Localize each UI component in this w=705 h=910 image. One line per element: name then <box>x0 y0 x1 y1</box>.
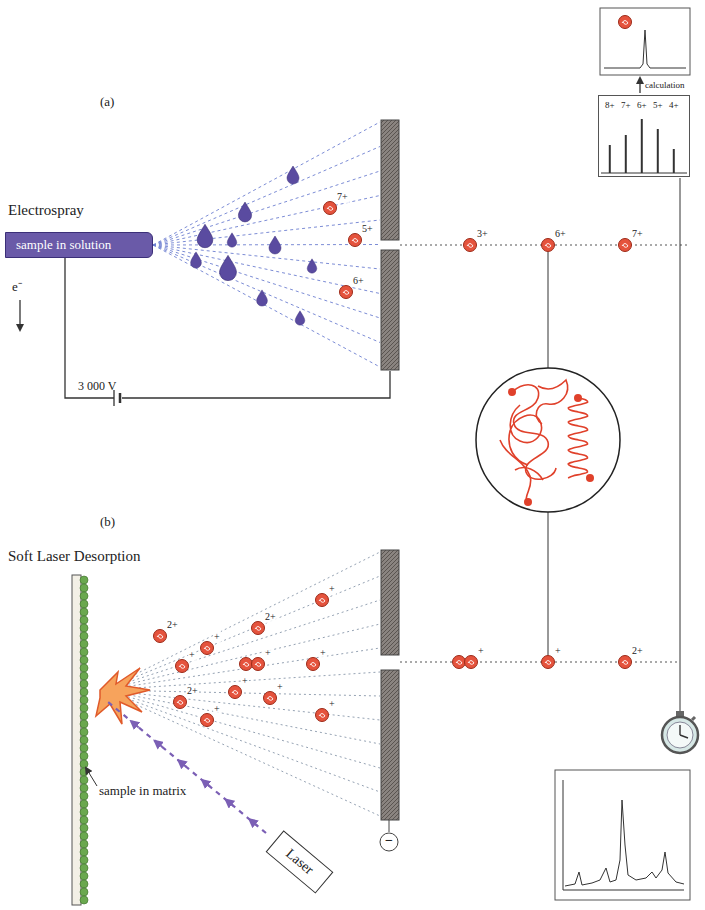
spectrum-axes <box>563 780 684 890</box>
protein-structure <box>500 380 568 504</box>
plate <box>381 250 399 370</box>
peak-label: 8+ <box>605 100 615 110</box>
ion <box>252 622 265 635</box>
ion <box>229 686 242 699</box>
ion-beam <box>400 662 680 663</box>
voltage-label: 3 000 V <box>78 380 116 394</box>
ion <box>316 594 329 607</box>
plate <box>381 120 399 240</box>
charge-label: + <box>477 645 485 657</box>
ion <box>619 239 632 252</box>
charge-label: + <box>276 681 284 693</box>
charge-label: + <box>328 583 336 595</box>
leader-arrow <box>86 768 97 786</box>
connector-line <box>548 252 549 368</box>
ion <box>349 234 362 247</box>
connector-line <box>548 512 549 655</box>
charge-label: + <box>554 645 562 657</box>
ion <box>264 692 277 705</box>
ion <box>154 630 167 643</box>
spectrum-box <box>555 770 690 900</box>
spray-cone <box>153 122 380 367</box>
charge-label: 2+ <box>264 611 277 623</box>
charge-label: + <box>213 703 221 715</box>
callout-label: sample in matrix <box>99 784 186 799</box>
charge-label: + <box>319 647 327 659</box>
charge-label: + <box>241 675 249 687</box>
peak-label: 5+ <box>653 100 663 110</box>
panel-letter: (b) <box>100 515 115 530</box>
charge-label: + <box>213 631 221 643</box>
charge-label: + <box>328 698 336 710</box>
laser-label: Laser <box>283 846 317 878</box>
plate <box>381 550 399 655</box>
electron-arrow <box>19 300 20 330</box>
peak-label: 7+ <box>621 100 631 110</box>
charge-label: 7+ <box>336 191 349 203</box>
sample-plate <box>72 575 81 905</box>
charge-label: 2+ <box>166 619 179 631</box>
charge-label: 6+ <box>554 228 567 240</box>
spectrum-box: 8+ 7+ 6+ 5+ 4+ <box>598 95 690 177</box>
ion <box>307 658 320 671</box>
plate <box>381 670 399 820</box>
charge-label: 7+ <box>631 228 644 240</box>
ion <box>619 16 632 29</box>
ion <box>240 658 265 671</box>
charge-label: 2+ <box>186 685 199 697</box>
charge-label: 6+ <box>352 275 365 287</box>
panel-letter: (a) <box>100 95 114 110</box>
charge-label: + <box>264 647 272 659</box>
charge-label: 3+ <box>476 228 489 240</box>
matrix-layer <box>80 576 88 904</box>
laser-flash <box>96 668 150 724</box>
ion <box>464 239 477 252</box>
spectrum-peak <box>604 30 686 68</box>
laser-beam <box>108 702 266 833</box>
desorption-cone <box>104 552 380 816</box>
ion <box>316 709 329 722</box>
ions <box>154 16 632 727</box>
charge-label: 2+ <box>631 645 644 657</box>
method-title: Electrospray <box>8 202 84 219</box>
ion <box>542 656 555 669</box>
spectrum-trace <box>565 800 684 886</box>
protein-circle <box>476 368 620 512</box>
ion <box>201 714 214 727</box>
ion <box>201 642 214 655</box>
electron-label: e⁻ <box>12 280 22 295</box>
ion <box>619 656 632 669</box>
method-title: Soft Laser Desorption <box>8 548 140 565</box>
peak-label: 6+ <box>637 100 647 110</box>
calculation-label: calculation <box>645 80 684 90</box>
ion <box>176 660 189 673</box>
charge-label: + <box>188 649 196 661</box>
polarity-sign: − <box>385 833 393 849</box>
time-line <box>680 178 681 713</box>
laser-box: Laser <box>266 830 334 893</box>
calculation-arrow <box>639 78 640 93</box>
protein-helix <box>508 388 594 506</box>
droplets <box>191 166 317 325</box>
laser-beam-heads <box>132 722 258 826</box>
ion <box>340 286 353 299</box>
ion <box>324 202 337 215</box>
ion <box>453 656 478 669</box>
stopwatch <box>662 711 698 753</box>
peak-label: 4+ <box>669 100 679 110</box>
ion <box>174 696 187 709</box>
spectrum-box <box>600 8 690 75</box>
charge-label: 5+ <box>361 223 374 235</box>
polarity-circle <box>380 833 398 851</box>
plate-lead <box>389 820 390 832</box>
sample-label: sample in solution <box>16 237 142 253</box>
ion <box>542 239 555 252</box>
sample-needle: sample in solution <box>5 232 153 258</box>
